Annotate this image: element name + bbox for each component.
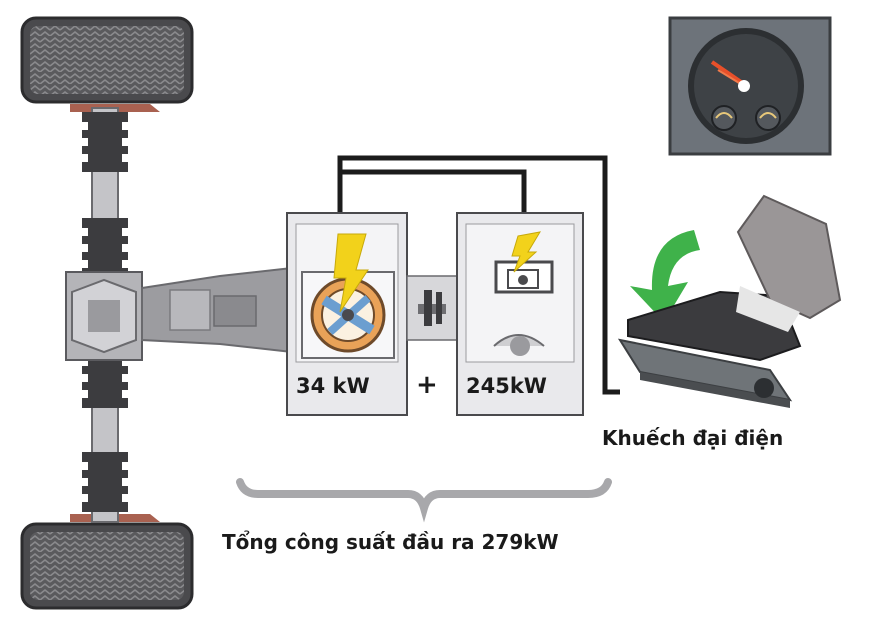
control-wires <box>337 155 620 395</box>
engine-panel <box>456 212 584 416</box>
axle-shafts <box>82 107 128 523</box>
rear-wheel <box>20 514 194 610</box>
amplifier-label: Khuếch đại điện <box>602 426 784 450</box>
trouser-leg <box>736 194 842 332</box>
electric-motor-icon <box>301 233 395 359</box>
clutch-coupling-icon <box>406 275 458 341</box>
total-brace <box>236 478 612 523</box>
engine-power-label: 245kW <box>466 374 547 398</box>
accelerator-pedal-icon <box>617 338 793 408</box>
drive-shaft <box>141 266 293 354</box>
motor-panel <box>286 212 408 416</box>
total-output-label: Tổng công suất đầu ra 279kW <box>222 530 559 554</box>
plus-sign: + <box>416 370 438 400</box>
power-gauge-icon <box>668 16 832 156</box>
press-arrow-icon <box>630 230 700 322</box>
motor-power-label: 34 kW <box>296 374 370 398</box>
differential <box>65 271 143 361</box>
combustion-engine-icon <box>493 231 554 356</box>
front-wheel <box>20 16 194 112</box>
